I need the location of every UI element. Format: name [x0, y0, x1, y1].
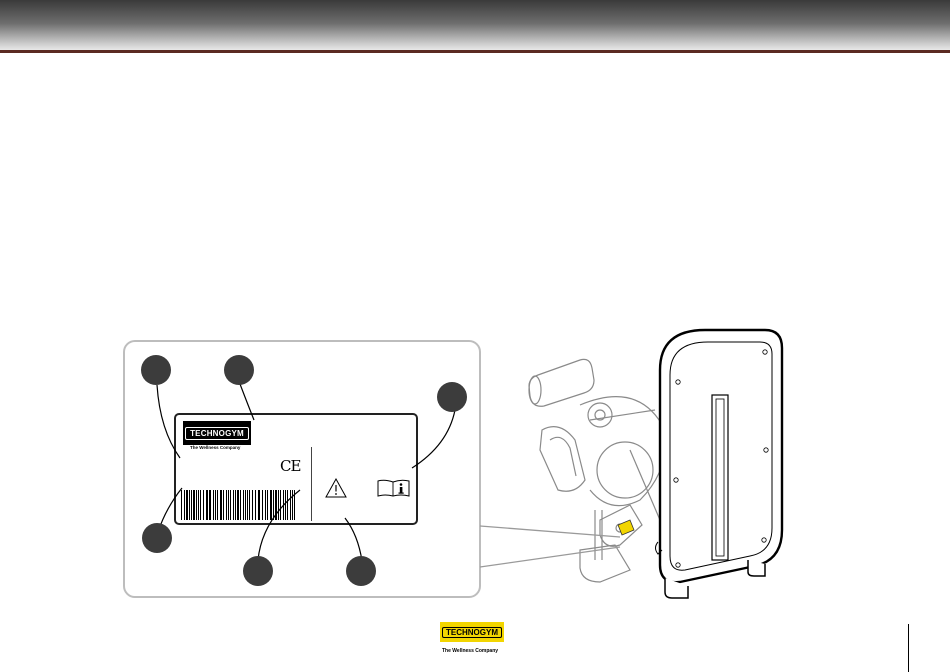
barcode-bar [186, 490, 188, 520]
barcode-bar [206, 490, 208, 520]
machine-illustration [520, 320, 790, 605]
barcode-bar [292, 490, 293, 520]
barcode-bar [290, 490, 291, 520]
callout-marker-1 [141, 355, 171, 385]
barcode-bar [240, 490, 241, 520]
barcode-bar [213, 490, 214, 520]
barcode-bar [198, 490, 199, 520]
barcode-bar [235, 490, 236, 520]
barcode-bar [223, 490, 224, 520]
barcode-bar [283, 490, 284, 520]
header-band [0, 0, 950, 52]
barcode-bar [252, 490, 253, 520]
barcode-bar [191, 490, 192, 520]
barcode-bar [278, 490, 279, 520]
barcode-bar [267, 490, 268, 520]
barcode-bar [196, 490, 197, 520]
barcode-bar [275, 490, 277, 520]
callout-marker-5 [243, 556, 273, 586]
barcode-bar [273, 490, 274, 520]
callout-marker-4 [142, 523, 172, 553]
barcode-bar [230, 490, 231, 520]
barcode-bar [193, 490, 195, 520]
ce-mark: CE [280, 457, 300, 475]
barcode-bar [217, 490, 218, 520]
header-rule [0, 50, 950, 53]
warning-triangle-icon [325, 478, 347, 498]
read-manual-icon [377, 479, 410, 497]
barcode-bar [228, 490, 229, 520]
barcode-bar [233, 490, 234, 520]
barcode-bar [245, 490, 246, 520]
callout-marker-3 [437, 382, 467, 412]
barcode-bar [203, 490, 204, 520]
label-tagline: The Wellness Company [190, 445, 240, 450]
footer-tagline: The Wellness Company [442, 648, 498, 654]
barcode-bar [287, 490, 288, 520]
barcode-bar [262, 490, 263, 520]
barcode-bar [255, 490, 256, 520]
barcode-bar [294, 490, 295, 520]
machine-id-label: TECHNOGYM The Wellness Company CE [174, 413, 418, 525]
barcode-bar [189, 490, 190, 520]
barcode-bar [184, 490, 185, 520]
footer-brand-logo: TECHNOGYM [440, 622, 504, 642]
barcode-bar [247, 490, 248, 520]
label-divider [311, 447, 312, 521]
barcode-bar [215, 490, 216, 520]
barcode-bar [270, 490, 272, 520]
barcode-bar [181, 490, 182, 520]
barcode-bar [220, 490, 222, 520]
callout-marker-2 [224, 355, 254, 385]
barcode-bar [200, 490, 201, 520]
barcode-bar [280, 490, 281, 520]
barcode-bar [265, 490, 266, 520]
barcode-bar [226, 490, 227, 520]
barcode-bar [209, 490, 211, 520]
barcode-bar [285, 490, 286, 520]
page-number-rule [908, 624, 909, 672]
barcode [180, 490, 298, 520]
label-brand-logo: TECHNOGYM [183, 421, 251, 445]
barcode-bar [237, 490, 239, 520]
barcode-bar [258, 490, 260, 520]
barcode-bar [243, 490, 244, 520]
barcode-bar [249, 490, 250, 520]
callout-marker-6 [346, 556, 376, 586]
